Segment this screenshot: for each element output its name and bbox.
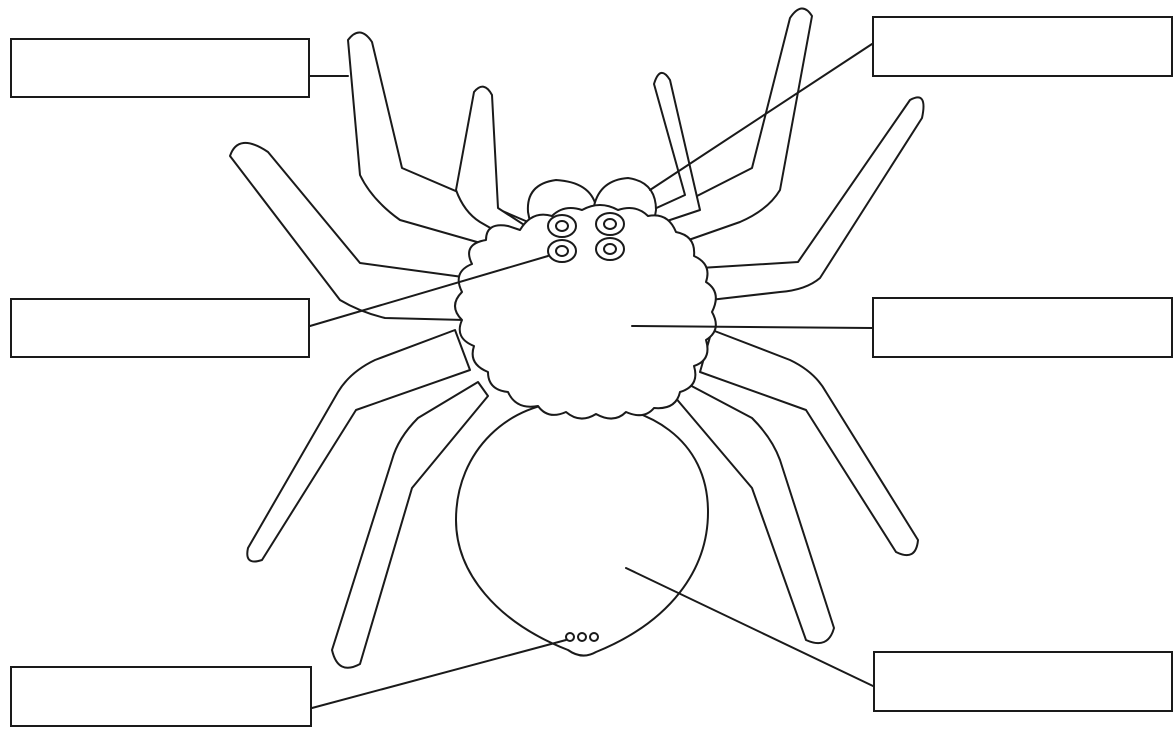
spinneret <box>566 633 574 641</box>
label-box-middle-left[interactable] <box>10 298 310 358</box>
eye-bottom-left-pupil <box>556 246 568 256</box>
label-box-middle-right[interactable] <box>872 297 1173 358</box>
label-box-bottom-right[interactable] <box>873 651 1173 712</box>
spinneret <box>590 633 598 641</box>
label-box-top-right[interactable] <box>872 16 1173 77</box>
spider-abdomen <box>456 402 708 656</box>
eye-top-right-pupil <box>604 219 616 229</box>
leader-line-abdomen <box>626 568 873 686</box>
eye-top-left-pupil <box>556 221 568 231</box>
spider-cephalothorax <box>455 205 716 419</box>
eye-bottom-right-pupil <box>604 244 616 254</box>
label-box-top-left[interactable] <box>10 38 310 98</box>
spinneret <box>578 633 586 641</box>
leg-left-3 <box>230 143 470 320</box>
label-box-bottom-left[interactable] <box>10 666 312 727</box>
